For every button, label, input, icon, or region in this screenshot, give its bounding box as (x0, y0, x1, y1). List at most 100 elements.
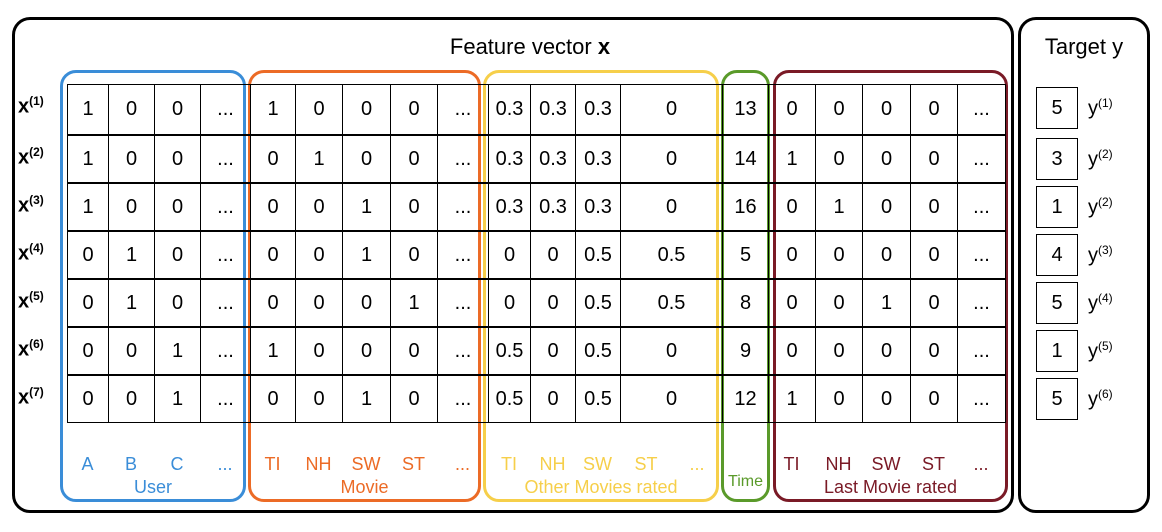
table-cell: 1 (67, 135, 109, 183)
column-label: NH (539, 454, 566, 474)
table-cell: 0 (910, 84, 958, 135)
column-label: TI (783, 454, 800, 474)
table-cell: 0 (620, 84, 723, 135)
table-cell: 0 (862, 375, 911, 423)
target-cell: 5 (1036, 378, 1078, 420)
table-cell: 0.5 (575, 327, 621, 375)
table-cell: 0 (862, 327, 911, 375)
table-cell: 1 (342, 183, 391, 231)
table-cell: 1 (342, 375, 391, 423)
table-cell: 0 (390, 375, 438, 423)
target-cell: 1 (1036, 330, 1078, 372)
group-frame-other-movies-rated (483, 70, 719, 502)
table-cell: 0 (108, 135, 155, 183)
table-cell: 0 (250, 231, 296, 279)
table-cell: 0 (342, 135, 391, 183)
table-cell: 0 (620, 327, 723, 375)
target-cell: 1 (1036, 186, 1078, 228)
table-cell: 1 (768, 135, 816, 183)
table-cell: 5 (722, 231, 769, 279)
row-label: x(1) (18, 94, 44, 118)
row-label: x(2) (18, 145, 44, 169)
table-cell: 1 (108, 231, 155, 279)
target-title: Target y (1044, 34, 1124, 59)
table-cell: ... (957, 231, 1006, 279)
group-frame-movie (248, 70, 481, 502)
table-cell: ... (200, 375, 251, 423)
table-cell: 0 (108, 327, 155, 375)
target-label: y(6) (1088, 387, 1113, 411)
table-cell: 0 (620, 135, 723, 183)
table-cell: 0.3 (575, 135, 621, 183)
table-cell: ... (957, 375, 1006, 423)
table-cell: 0.3 (530, 84, 576, 135)
feature-vector-title-text: Feature vector (449, 34, 592, 59)
table-cell: 1 (295, 135, 343, 183)
table-cell: 0 (250, 183, 296, 231)
group-label: Other Movies rated (524, 477, 678, 497)
table-cell: ... (200, 84, 251, 135)
table-cell: 0 (250, 135, 296, 183)
row-label: x(5) (18, 289, 44, 313)
table-cell: 0 (250, 279, 296, 327)
table-cell: 0 (768, 84, 816, 135)
table-cell: 0 (154, 231, 201, 279)
table-cell: 1 (154, 375, 201, 423)
table-cell: 0 (530, 231, 576, 279)
table-cell: 13 (722, 84, 769, 135)
table-cell: 0 (488, 231, 531, 279)
table-cell: ... (957, 183, 1006, 231)
table-cell: 0.3 (530, 135, 576, 183)
table-cell: 0.3 (488, 183, 531, 231)
feature-vector-panel (12, 17, 1014, 513)
table-cell: 0 (530, 279, 576, 327)
table-cell: 0 (154, 135, 201, 183)
table-cell: 0 (390, 327, 438, 375)
table-cell: ... (200, 231, 251, 279)
table-cell: ... (437, 279, 489, 327)
table-cell: 0 (768, 327, 816, 375)
table-cell: 0.3 (575, 183, 621, 231)
column-label: B (124, 454, 137, 474)
group-label: Movie (340, 477, 389, 497)
target-cell: 5 (1036, 282, 1078, 324)
group-frame-user (60, 70, 246, 502)
table-cell: ... (957, 327, 1006, 375)
table-cell: 0.3 (575, 84, 621, 135)
table-cell: 0 (815, 279, 863, 327)
table-cell: ... (200, 135, 251, 183)
column-label: TI (264, 454, 281, 474)
column-label: ... (217, 454, 233, 474)
column-label: SW (583, 454, 612, 474)
column-label: SW (351, 454, 381, 474)
table-cell: 1 (862, 279, 911, 327)
table-cell: 0.5 (620, 279, 723, 327)
target-cell: 4 (1036, 234, 1078, 276)
table-cell: 0 (815, 375, 863, 423)
table-cell: 0 (910, 279, 958, 327)
table-cell: 0 (67, 231, 109, 279)
table-cell: 0 (815, 327, 863, 375)
table-cell: 0 (295, 375, 343, 423)
table-cell: 0 (815, 84, 863, 135)
table-cell: 0 (342, 279, 391, 327)
table-cell: 0 (620, 183, 723, 231)
table-cell: 0 (815, 135, 863, 183)
table-cell: 1 (390, 279, 438, 327)
table-cell: ... (957, 279, 1006, 327)
table-cell: 0 (910, 183, 958, 231)
group-label: Last Movie rated (823, 477, 958, 497)
table-cell: 0 (530, 327, 576, 375)
column-label: ... (973, 454, 989, 474)
table-cell: 0 (342, 327, 391, 375)
table-cell: 0.5 (575, 375, 621, 423)
table-cell: 0 (154, 279, 201, 327)
table-cell: ... (437, 231, 489, 279)
table-cell: 0 (390, 84, 438, 135)
table-cell: 0 (815, 231, 863, 279)
table-cell: 0 (488, 279, 531, 327)
column-label: NH (305, 454, 332, 474)
table-cell: 0.5 (488, 327, 531, 375)
table-cell: 0.5 (575, 279, 621, 327)
table-cell: 1 (67, 183, 109, 231)
